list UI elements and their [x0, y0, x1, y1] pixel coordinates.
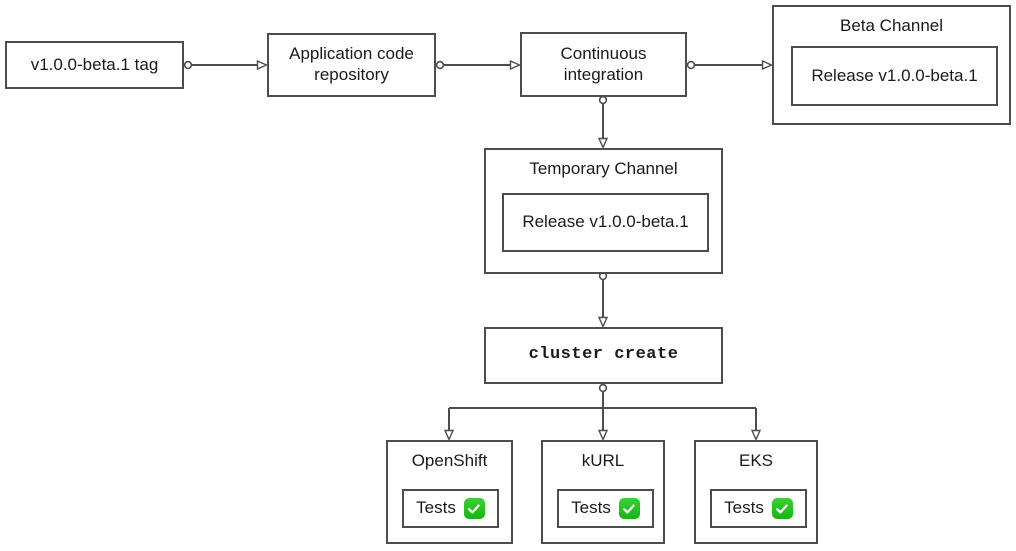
edge-endpoint-dot: [686, 60, 696, 70]
green-check-icon: [771, 498, 793, 519]
beta-channel-release-label: Release v1.0.0-beta.1: [811, 65, 978, 85]
node-repo-label: Application code repository: [289, 44, 414, 85]
node-eks[interactable]: EKS Tests: [694, 440, 818, 544]
green-check-icon: [463, 498, 485, 519]
node-temporary-channel[interactable]: Temporary Channel Release v1.0.0-beta.1: [484, 148, 723, 274]
temporary-channel-title: Temporary Channel: [529, 159, 678, 178]
openshift-title: OpenShift: [411, 451, 488, 470]
kurl-tests-label: Tests: [571, 498, 611, 518]
edge-endpoint-dot: [183, 60, 193, 70]
temporary-channel-release-box[interactable]: Release v1.0.0-beta.1: [502, 193, 709, 252]
node-cluster-create[interactable]: cluster create: [484, 327, 723, 384]
eks-title: EKS: [738, 451, 774, 470]
openshift-tests-box[interactable]: Tests: [402, 489, 499, 528]
eks-tests-row: Tests: [724, 498, 793, 519]
beta-channel-release-box[interactable]: Release v1.0.0-beta.1: [791, 46, 998, 106]
node-ci-label-line2: integration: [563, 64, 644, 84]
kurl-tests-row: Tests: [571, 498, 640, 519]
green-check-icon: [618, 498, 640, 519]
node-application-code-repository[interactable]: Application code repository: [267, 33, 436, 97]
node-tag[interactable]: v1.0.0-beta.1 tag: [5, 41, 184, 89]
node-ci-label-line1: Continuous: [560, 43, 647, 63]
eks-tests-box[interactable]: Tests: [710, 489, 807, 528]
node-kurl[interactable]: kURL Tests: [541, 440, 665, 544]
node-ci-label: Continuous integration: [560, 44, 646, 85]
node-repo-label-line2: repository: [314, 65, 389, 84]
beta-channel-title: Beta Channel: [839, 16, 944, 35]
openshift-tests-label: Tests: [416, 498, 456, 518]
node-tag-label: v1.0.0-beta.1 tag: [30, 54, 159, 74]
cluster-create-label: cluster create: [528, 345, 679, 365]
edge-endpoint-dot: [598, 383, 608, 393]
node-openshift[interactable]: OpenShift Tests: [386, 440, 513, 544]
eks-tests-label: Tests: [724, 498, 764, 518]
node-repo-label-line1: Application code: [289, 44, 414, 64]
kurl-tests-box[interactable]: Tests: [557, 489, 654, 528]
edge-endpoint-dot: [435, 60, 445, 70]
node-continuous-integration[interactable]: Continuous integration: [520, 32, 687, 97]
node-beta-channel[interactable]: Beta Channel Release v1.0.0-beta.1: [772, 5, 1011, 125]
edge-endpoint-dot: [598, 95, 608, 105]
openshift-tests-row: Tests: [416, 498, 485, 519]
kurl-title: kURL: [581, 451, 625, 470]
temporary-channel-release-label: Release v1.0.0-beta.1: [522, 212, 689, 232]
